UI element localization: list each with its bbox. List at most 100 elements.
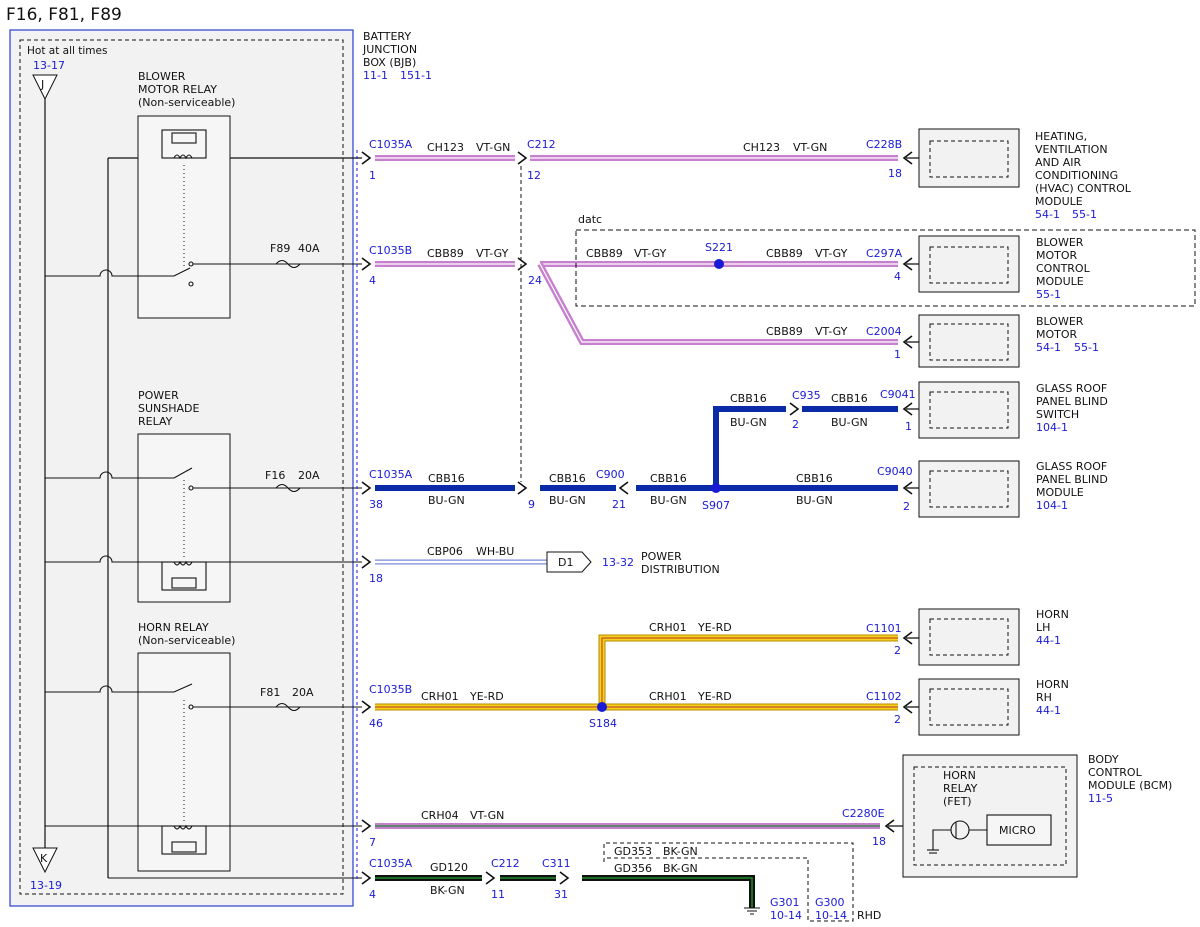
conn-c1035b-name-2: C1035B [369, 683, 412, 696]
conn-c935-pin: 2 [792, 418, 799, 431]
wire-ch123-circuit-1: CH123 [427, 141, 464, 154]
bjb-label-1: BATTERY [363, 30, 411, 43]
hvac-label-2: VENTILATION [1035, 143, 1108, 156]
bcm-label-3: MODULE (BCM) [1088, 779, 1172, 792]
horn-rh-box [918, 678, 1020, 736]
fuse-f89-rating: 40A [298, 242, 320, 255]
wire-ch123-color-1: VT-GN [476, 141, 510, 154]
wire-crh01-circuit-3: CRH01 [649, 621, 687, 634]
wire-gd120-circuit: GD120 [430, 861, 468, 874]
wire-cbb16-circuit-5: CBB16 [730, 392, 767, 405]
wire-cbb16-circuit-2: CBB16 [549, 472, 586, 485]
conn-c2280e-pin: 18 [872, 835, 886, 848]
wire-cbb16-color-4: BU-GN [796, 494, 833, 507]
splice-s221-label: S221 [705, 241, 733, 254]
conn-c311-name: C311 [542, 857, 571, 870]
wire-cbb89-circuit-3: CBB89 [766, 247, 803, 260]
glass-roof-blind-switch-box [918, 381, 1020, 439]
conn-c900-pin: 21 [612, 498, 626, 511]
ref-13-19: 13-19 [30, 879, 62, 892]
rhd-label: RHD [857, 909, 881, 922]
conn-c2280e-name: C2280E [842, 807, 885, 820]
glass-roof-blind-module-box [918, 460, 1020, 518]
node-k-label: K [40, 852, 48, 865]
wire-ch123-color-2: VT-GN [793, 141, 827, 154]
wire-gd356-color: BK-GN [663, 862, 698, 875]
power-distribution-tag [546, 551, 592, 573]
hot-at-all-times-label: Hot at all times [27, 45, 107, 57]
wire-cbb89 [375, 261, 898, 345]
blind-module-label-1: GLASS ROOF [1036, 460, 1107, 473]
conn-c935-name: C935 [792, 389, 821, 402]
wire-crh04-circuit: CRH04 [421, 809, 459, 822]
conn-c1035a-name-2: C1035A [369, 468, 413, 481]
conn-pin-7: 7 [369, 836, 376, 849]
conn-c9040-name: C9040 [877, 465, 913, 478]
conn-c212-name-2: C212 [491, 857, 520, 870]
hvac-ref-2: 55-1 [1072, 208, 1097, 221]
horn-rh-label-1: HORN [1036, 678, 1069, 691]
conn-c212-pin-2: 11 [491, 888, 505, 901]
conn-pin-18: 18 [369, 572, 383, 585]
blower-motor-ref-1: 54-1 [1036, 341, 1061, 354]
splice-s221-dot [714, 259, 724, 269]
datc-label: datc [578, 213, 602, 226]
conn-c1102-name: C1102 [866, 690, 902, 703]
wire-gd353-color: BK-GN [663, 845, 698, 858]
conn-c212-name-1: C212 [527, 138, 556, 151]
power-sunshade-relay [137, 433, 231, 603]
hvac-label-3: AND AIR [1035, 156, 1081, 169]
wire-gd120 [375, 875, 755, 908]
wire-crh01-circuit-2: CRH01 [649, 690, 687, 703]
node-j-triangle [32, 74, 58, 101]
horn-rh-ref: 44-1 [1036, 704, 1061, 717]
power-distribution-label-2: DISTRIBUTION [641, 563, 720, 576]
blower-motor-label-1: BLOWER [1036, 315, 1084, 328]
conn-c1035a-pin-2: 38 [369, 498, 383, 511]
wire-cbb89-color-4: VT-GY [815, 325, 848, 338]
hvac-ref-1: 54-1 [1035, 208, 1060, 221]
bcm-inner-label-2: RELAY [943, 782, 978, 795]
bcm-ref: 11-5 [1088, 792, 1113, 805]
conn-c297a-name: C297A [866, 247, 903, 260]
splice-s907-label: S907 [702, 499, 730, 512]
conn-c1101-pin: 2 [894, 644, 901, 657]
bmcm-ref-1: 55-1 [1036, 288, 1061, 301]
wire-cbb16-circuit-6: CBB16 [831, 392, 868, 405]
blower-motor-label-2: MOTOR [1036, 328, 1078, 341]
conn-c9041-name: C9041 [880, 388, 916, 401]
conn-c1101-name: C1101 [866, 622, 902, 635]
ground-g300-ref: 10-14 [815, 909, 847, 922]
fuse-f81-name: F81 [260, 686, 280, 699]
fuse-f89-name: F89 [270, 242, 290, 255]
horn-rh-label-2: RH [1036, 691, 1052, 704]
bjb-ref-1: 11-1 [363, 69, 388, 82]
fuse-f81-rating: 20A [292, 686, 314, 699]
datc-region [575, 229, 1196, 307]
horn-relay [137, 652, 231, 872]
page-title: F16, F81, F89 [6, 5, 122, 25]
wire-gd120-color: BK-GN [430, 884, 465, 897]
wire-crh01-color-1: YE-RD [469, 690, 504, 703]
wire-cbb89-color-3: VT-GY [815, 247, 848, 260]
wire-cbb16-circuit-4: CBB16 [796, 472, 833, 485]
sunshade-relay-label-1: POWER [138, 389, 179, 402]
fuse-f16-name: F16 [265, 469, 285, 482]
bjb-label-2: JUNCTION [362, 43, 417, 56]
hvac-label-1: HEATING, [1035, 130, 1087, 143]
conn-c1035b-name-1: C1035B [369, 244, 412, 257]
blower-motor-box [918, 314, 1020, 368]
blind-switch-ref: 104-1 [1036, 421, 1068, 434]
splice-s184-dot [597, 702, 607, 712]
wire-cbb16 [375, 406, 898, 491]
sunshade-relay-label-3: RELAY [138, 415, 173, 428]
conn-pin-24: 24 [528, 274, 542, 287]
wire-ch123-circuit-2: CH123 [743, 141, 780, 154]
blower-relay-label-2: MOTOR RELAY [138, 83, 217, 96]
wire-cbb16-color-2: BU-GN [549, 494, 586, 507]
ground-g301-ref: 10-14 [770, 909, 802, 922]
conn-c297a-pin: 4 [894, 270, 901, 283]
wire-cbb89-color-2: VT-GY [634, 247, 667, 260]
bjb-label-3: BOX (BJB) [363, 56, 416, 69]
wire-crh01-color-3: YE-RD [697, 621, 732, 634]
